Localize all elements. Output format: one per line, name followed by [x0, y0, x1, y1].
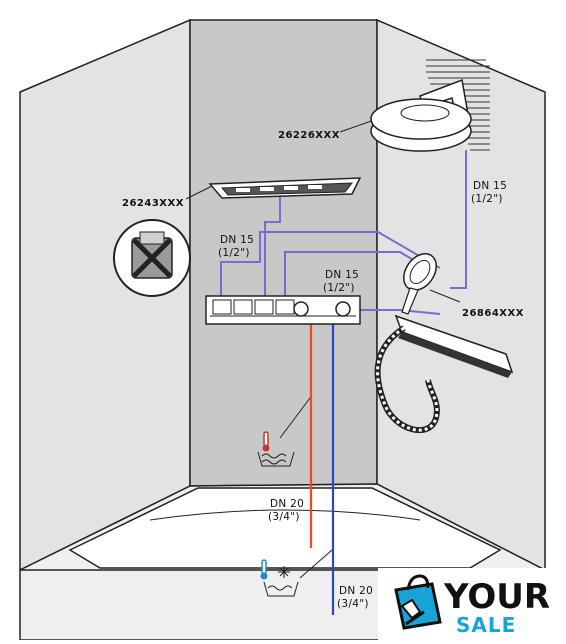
code-hand-shower: 26864XXX — [462, 308, 524, 319]
thermostat-module — [205, 295, 361, 325]
label-cold-supply-dn: DN 20 — [339, 585, 373, 597]
overhead-shower-fixture — [370, 78, 472, 152]
left-wall — [19, 18, 191, 572]
logo-word-sale: SALE — [456, 613, 516, 637]
hot-water-icon — [257, 431, 295, 467]
shopping-bag-hand-icon — [394, 574, 442, 630]
code-overhead-shower: 26226XXX — [278, 130, 340, 141]
fitting-not-allowed-detail — [113, 219, 191, 297]
yoursale-logo: YOUR SALE — [378, 568, 566, 640]
bath-spout-fixture — [208, 177, 362, 199]
logo-word-your: YOUR — [443, 577, 550, 617]
label-handshower-inch: (1/2") — [323, 282, 355, 294]
label-spout-inch: (1/2") — [218, 247, 250, 259]
label-cold-supply-inch: (3/4") — [337, 598, 369, 610]
label-hot-supply-inch: (3/4") — [268, 511, 300, 523]
label-handshower-dn: DN 15 — [325, 269, 359, 281]
hand-shower-fixture — [374, 253, 514, 434]
label-overhead-dn: DN 15 — [473, 180, 507, 192]
code-bath-spout: 26243XXX — [122, 198, 184, 209]
cold-water-icon — [260, 559, 299, 597]
label-hot-supply-dn: DN 20 — [270, 498, 304, 510]
label-spout-dn: DN 15 — [220, 234, 254, 246]
label-overhead-inch: (1/2") — [471, 193, 503, 205]
